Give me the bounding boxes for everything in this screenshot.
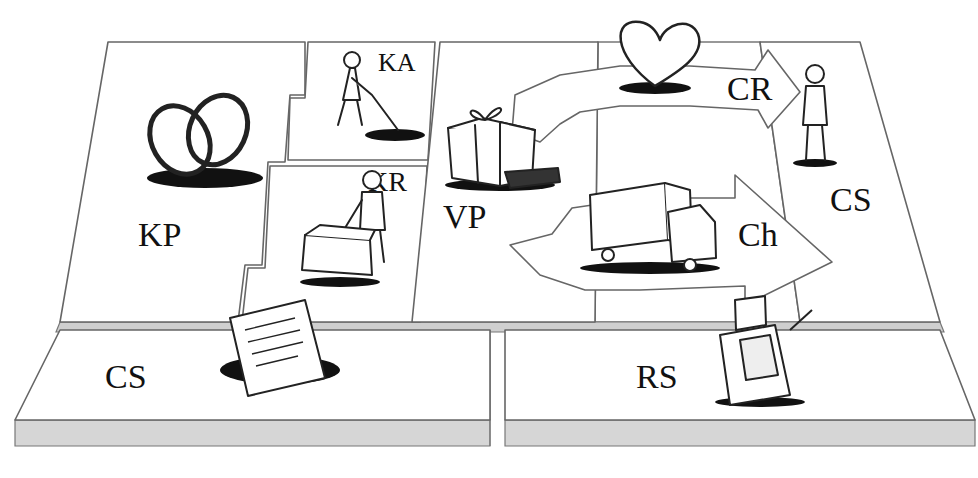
block-label: CS bbox=[105, 360, 147, 394]
block-label: CS bbox=[830, 183, 872, 217]
block-label: KR bbox=[368, 168, 407, 196]
block-outline bbox=[505, 330, 975, 420]
customer-person bbox=[793, 65, 837, 167]
canvas-block: KA bbox=[288, 42, 435, 160]
canvas-block: CR bbox=[512, 50, 800, 142]
contract-paper bbox=[220, 300, 340, 396]
canvas-block: KR bbox=[242, 166, 427, 322]
board-edge bbox=[15, 420, 490, 446]
block-label: KP bbox=[138, 218, 181, 252]
board-edge bbox=[505, 420, 975, 446]
block-outline bbox=[510, 175, 832, 305]
gift-icon bbox=[445, 108, 560, 191]
heart-icon bbox=[619, 22, 699, 94]
block-shape bbox=[288, 42, 435, 160]
resource-person bbox=[300, 171, 385, 287]
block-shape bbox=[505, 330, 975, 420]
canvas-block: CS bbox=[15, 330, 490, 420]
block-outline bbox=[15, 330, 490, 420]
block-label: RS bbox=[636, 360, 678, 394]
canvas-block: Ch bbox=[510, 175, 832, 305]
block-shape bbox=[15, 330, 490, 420]
rings-icon bbox=[138, 86, 263, 188]
block-label: VP bbox=[443, 200, 486, 234]
block-shape bbox=[510, 175, 832, 305]
block-shape bbox=[512, 50, 800, 142]
block-label: Ch bbox=[738, 218, 778, 252]
digging-person bbox=[338, 52, 425, 141]
block-label: CR bbox=[727, 72, 772, 106]
block-label: KA bbox=[378, 50, 416, 76]
truck-icon bbox=[580, 183, 720, 274]
block-shape bbox=[242, 166, 427, 322]
canvas-block: RS bbox=[505, 330, 975, 420]
cash-register-icon bbox=[715, 296, 812, 407]
